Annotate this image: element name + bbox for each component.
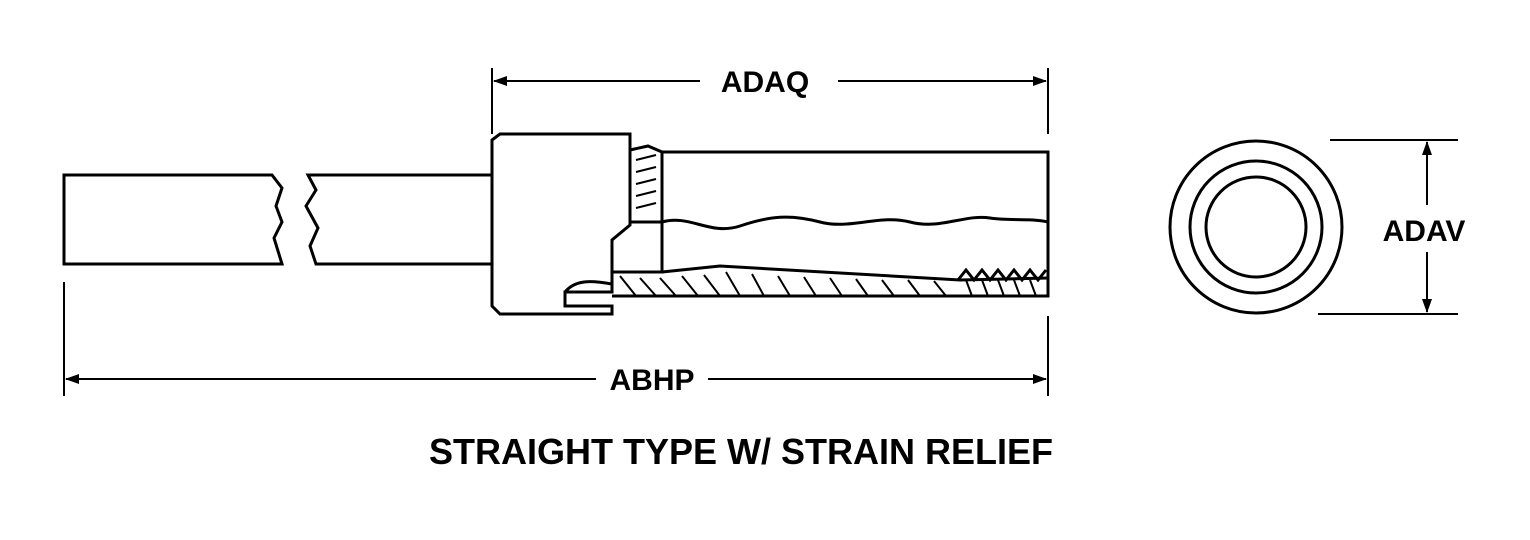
dimension-label-abhp: ABHP [609,364,694,397]
figure-caption: STRAIGHT TYPE W/ STRAIN RELIEF [429,431,1053,472]
knurled-nut [490,132,632,316]
cable-left-segment [62,173,285,266]
dimension-abhp: ABHP [63,282,1049,397]
dimension-label-adaq: ADAQ [721,66,809,99]
dimension-adav: ADAV [1318,139,1466,315]
end-view [1168,139,1344,315]
cable-right-segment [304,173,494,266]
dimension-adaq: ADAQ [491,66,1049,134]
connector-body [563,144,1050,298]
dimension-label-adav: ADAV [1383,215,1466,248]
